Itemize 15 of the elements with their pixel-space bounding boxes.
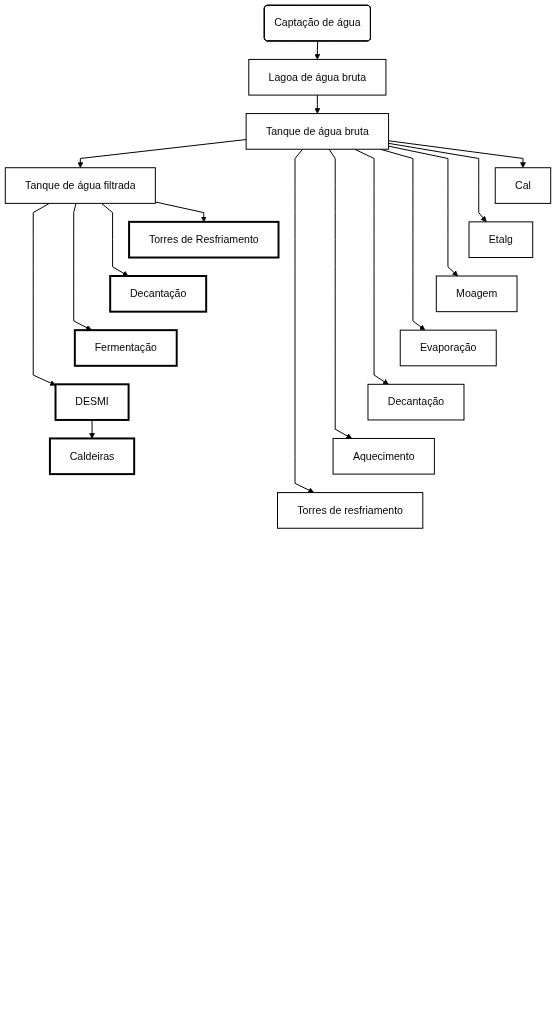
node-box: Aquecimento — [332, 437, 435, 475]
node-box: Etalg — [468, 221, 534, 258]
node-box: Torres de resfriamento — [277, 492, 424, 529]
node-box: Caldeiras — [48, 437, 136, 476]
node-box: Tanque de água filtrada — [4, 167, 156, 204]
node-box: Decantação — [109, 275, 208, 313]
node-box: DESMI — [54, 383, 130, 421]
node-box: Moagem — [435, 275, 518, 313]
node-box: Cal — [494, 167, 552, 204]
node-box: Decantação — [367, 383, 465, 421]
node-box: Fermentação — [73, 329, 178, 367]
node-box: Lagoa de água bruta — [248, 58, 387, 96]
node-box: Evaporação — [399, 329, 497, 367]
node-box: Torres de Resfriamento — [128, 220, 280, 259]
node-box: Tanque de água bruta — [245, 113, 390, 150]
